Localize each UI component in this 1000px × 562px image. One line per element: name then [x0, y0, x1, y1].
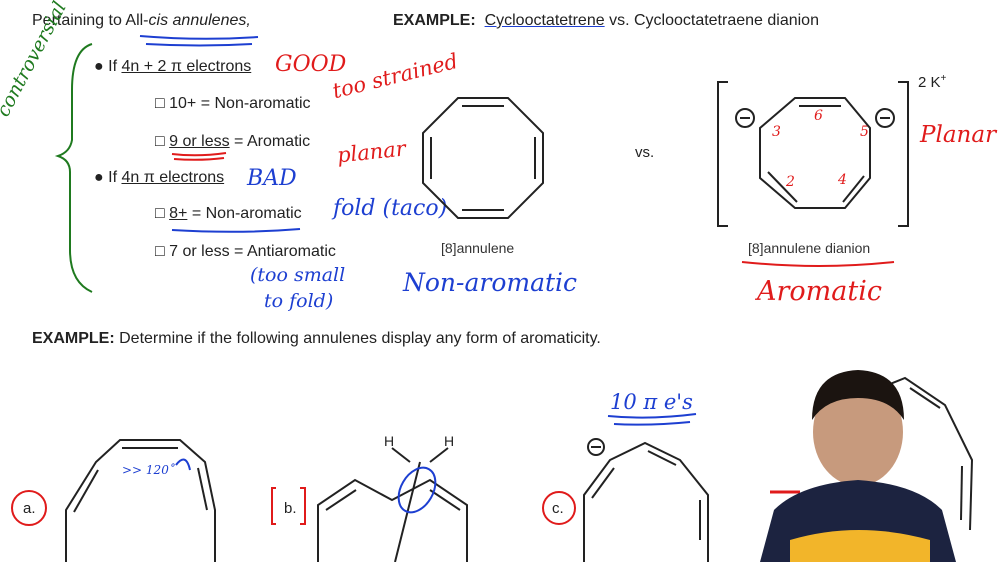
rule-4n-label: 4n π electrons: [121, 169, 225, 186]
cyclooctatetraene: [422, 97, 544, 219]
header-underline: [139, 35, 259, 47]
annotation-num-6: 6: [814, 108, 823, 124]
rule-prefix: If: [108, 169, 122, 186]
counterion-label: 2 K+: [918, 73, 946, 91]
annotation-num-2: 2: [786, 174, 795, 190]
checkbox-icon: □: [155, 95, 165, 112]
circle-c: [542, 491, 576, 525]
annotation-fold-taco: fold (taco): [333, 196, 448, 221]
bullet: ●: [94, 58, 104, 75]
annotation-num-3: 3: [772, 124, 781, 140]
ten-pi-underline: [607, 413, 697, 426]
counterion-text: 2 K: [918, 74, 941, 91]
presenter: [760, 370, 956, 562]
annotation-greater-120: >> 120˚: [122, 463, 175, 477]
rule-4n2-sub2: □ 9 or less = Aromatic: [155, 133, 310, 151]
header-prefix: Pertaining to All-: [32, 12, 149, 29]
header-example: EXAMPLE: Cyclooctatetrene vs. Cyclooctat…: [393, 12, 819, 30]
molecule-b: [317, 447, 468, 562]
molecule-a: [65, 439, 216, 562]
molecule-c: [583, 438, 709, 562]
rule-4n: ● If 4n π electrons: [94, 169, 224, 187]
annotation-too-small-1: (too small: [250, 264, 346, 286]
hydrogen-label-2: H: [444, 433, 455, 449]
rule-4n2-label: 4n + 2 π electrons: [121, 58, 252, 75]
blue-underline: [171, 228, 301, 233]
vs-label: vs.: [635, 144, 655, 161]
red-underline: [171, 152, 227, 161]
annotation-too-small-2: to fold): [264, 290, 334, 312]
label-c: c.: [552, 500, 564, 517]
circle-a: [11, 490, 47, 526]
rule-4n2: ● If 4n + 2 π electrons: [94, 58, 251, 76]
label-a: a.: [23, 500, 36, 517]
header-cis: cis: [148, 12, 169, 29]
header-example-compound: Cyclooctatetrene: [484, 12, 605, 29]
example2-text: Determine if the following annulenes dis…: [114, 330, 601, 347]
rule-4n-sub1-underlined: 8+: [169, 205, 188, 222]
box-b: [271, 487, 306, 525]
annotation-good: GOOD: [275, 52, 347, 77]
hydrogen-label-1: H: [384, 433, 395, 449]
bullet: ●: [94, 169, 104, 186]
checkbox-icon: □: [155, 205, 165, 222]
annotation-num-5: 5: [860, 124, 869, 140]
dianion: [717, 81, 909, 227]
header-pertaining: Pertaining to All-cis annulenes,: [32, 12, 251, 30]
dianion-caption: [8]annulene dianion: [748, 240, 871, 256]
example2-heading: EXAMPLE: Determine if the following annu…: [32, 330, 601, 348]
annotation-planar-big: Planar: [920, 122, 997, 148]
green-brace: [54, 43, 93, 293]
rule-4n-sub1: □ 8+ = Non-aromatic: [155, 205, 302, 223]
label-b: b.: [284, 500, 297, 517]
rule-4n2-sub1-text: 10+ = Non-aromatic: [169, 95, 311, 112]
header-example-vs: vs. Cyclooctatetraene dianion: [604, 12, 819, 29]
annotation-bad: BAD: [247, 166, 297, 191]
rule-prefix: If: [108, 58, 122, 75]
checkbox-icon: □: [155, 133, 165, 150]
dianion-underline: [741, 261, 895, 267]
rule-4n-sub1-rest: = Non-aromatic: [187, 205, 302, 222]
annotation-num-4: 4: [838, 172, 847, 188]
annulene-caption: [8]annulene: [441, 240, 515, 256]
annotation-aromatic: Aromatic: [757, 276, 882, 307]
rule-4n2-sub2-underlined: 9 or less: [169, 133, 230, 150]
example2-label: EXAMPLE:: [32, 330, 115, 347]
annotation-ten-pi: 10 π e's: [610, 390, 693, 414]
rule-4n2-sub2-rest: = Aromatic: [229, 133, 311, 150]
rule-4n2-sub1: □ 10+ = Non-aromatic: [155, 95, 311, 113]
rule-4n-sub2: □ 7 or less = Antiaromatic: [155, 243, 336, 261]
annotation-non-aromatic: Non-aromatic: [403, 268, 578, 297]
rule-4n-sub2-text: 7 or less = Antiaromatic: [169, 243, 336, 260]
checkbox-icon: □: [155, 243, 165, 260]
header-example-label: EXAMPLE:: [393, 12, 476, 29]
header-annulenes: annulenes,: [168, 12, 251, 29]
counterion-charge: +: [940, 73, 947, 84]
